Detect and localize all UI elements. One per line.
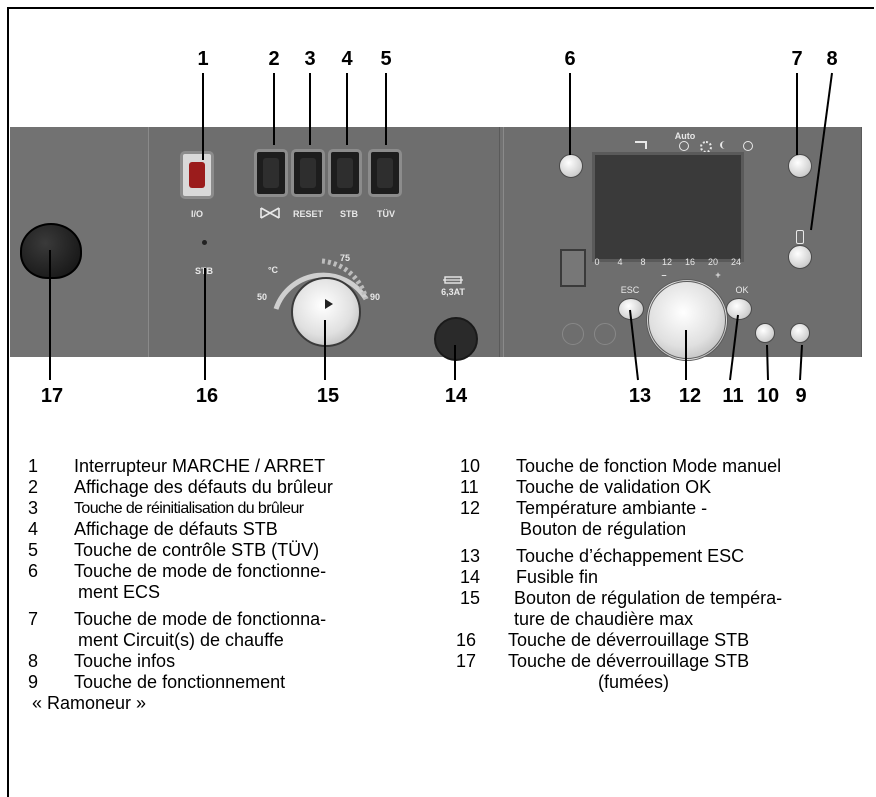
callout-15: 15 (317, 385, 339, 408)
legend-row: 8 Touche infos (28, 651, 448, 672)
legend-num: 12 (460, 498, 480, 519)
legend-num: 1 (28, 456, 38, 477)
legend-num: 4 (28, 519, 38, 540)
legend-num: 10 (460, 456, 480, 477)
legend-num: 7 (28, 609, 38, 630)
legend-text: Interrupteur MARCHE / ARRET (74, 456, 325, 477)
legend-row: ment ECS (28, 582, 448, 603)
legend-text: Touche de fonction Mode manuel (516, 456, 781, 477)
callout-11: 11 (722, 385, 743, 408)
legend-num: 16 (456, 630, 476, 651)
legend-row: 1 Interrupteur MARCHE / ARRET (28, 456, 448, 477)
legend-num: 9 (28, 672, 38, 693)
legend-num: 17 (456, 651, 476, 672)
leader-lines (0, 0, 876, 400)
legend-row: « Ramoneur » (28, 693, 448, 714)
callout-13: 13 (629, 385, 651, 408)
legend-text: Affichage de défauts STB (74, 519, 278, 540)
legend-row: Bouton de régulation (470, 519, 870, 540)
legend-num: 13 (460, 546, 480, 567)
legend-text: Touche de mode de fonctionne- (74, 561, 326, 582)
legend-text: Touche de déverrouillage STB (508, 651, 749, 672)
legend-text: Touche d’échappement ESC (516, 546, 744, 567)
legend-text: « Ramoneur » (32, 693, 146, 714)
legend-row: (fumées) (470, 672, 870, 693)
legend-row: ment Circuit(s) de chauffe (28, 630, 448, 651)
legend-text: (fumées) (598, 672, 669, 693)
legend-row: 4 Affichage de défauts STB (28, 519, 448, 540)
legend-row: 2 Affichage des défauts du brûleur (28, 477, 448, 498)
legend-num: 3 (28, 498, 38, 519)
legend-text: Bouton de régulation de tempéra- (514, 588, 782, 609)
legend-row: 6 Touche de mode de fonctionne- (28, 561, 448, 582)
legend-num: 14 (460, 567, 480, 588)
legend-num: 6 (28, 561, 38, 582)
legend-row: 7 Touche de mode de fonctionna- (28, 609, 448, 630)
legend-text: Touche de validation OK (516, 477, 711, 498)
callout-14: 14 (445, 385, 467, 408)
legend-text: ment ECS (78, 582, 160, 603)
legend-text: Touche de mode de fonctionna- (74, 609, 326, 630)
legend-text: Fusible fin (516, 567, 598, 588)
legend-num: 11 (460, 477, 479, 498)
legend-text: Bouton de régulation (520, 519, 686, 540)
legend-row: ture de chaudière max (470, 609, 870, 630)
callout-10: 10 (757, 385, 779, 408)
legend-text: Affichage des défauts du brûleur (74, 477, 333, 498)
legend-num: 8 (28, 651, 38, 672)
legend-text: Touche de réinitialisation du brûleur (74, 498, 304, 519)
legend-row: 5 Touche de contrôle STB (TÜV) (28, 540, 448, 561)
legend-text: ment Circuit(s) de chauffe (78, 630, 284, 651)
legend-num: 5 (28, 540, 38, 561)
legend-text: Température ambiante - (516, 498, 707, 519)
legend-text: Touche infos (74, 651, 175, 672)
legend-text: Touche de contrôle STB (TÜV) (74, 540, 319, 561)
legend-text: Touche de fonctionnement (74, 672, 285, 693)
callout-17: 17 (41, 385, 63, 408)
legend-row: 9 Touche de fonctionnement (28, 672, 448, 693)
legend-text: Touche de déverrouillage STB (508, 630, 749, 651)
callout-9: 9 (795, 385, 806, 408)
legend-row: 3 Touche de réinitialisation du brûleur (28, 498, 448, 519)
callout-16: 16 (196, 385, 218, 408)
legend-text: ture de chaudière max (514, 609, 693, 630)
legend-num: 15 (460, 588, 480, 609)
legend-num: 2 (28, 477, 38, 498)
callout-12: 12 (679, 385, 701, 408)
